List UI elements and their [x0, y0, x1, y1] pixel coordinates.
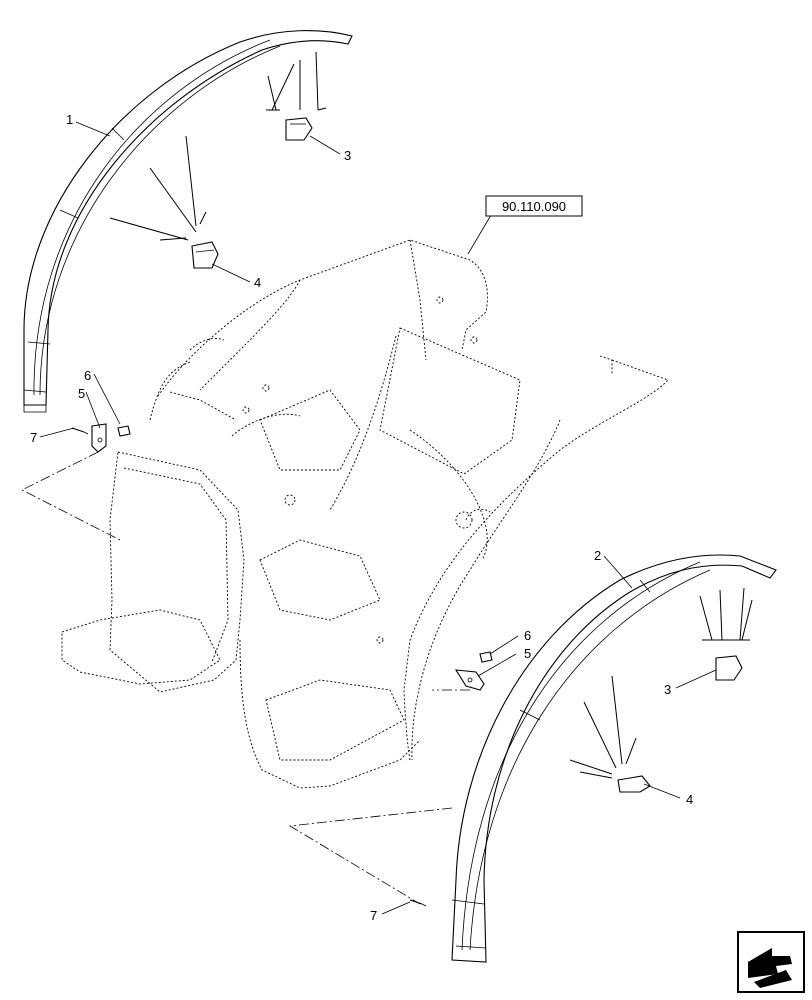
right-fender [451, 554, 777, 963]
reference-label: 90.110.090 [502, 199, 566, 214]
callout-2: 2 [594, 548, 601, 563]
clip-left-4 [109, 135, 219, 269]
callouts: 1 3 4 6 5 7 2 6 5 3 4 7 [30, 112, 693, 923]
callout-5-right: 5 [524, 646, 531, 661]
callout-4-right: 4 [686, 792, 693, 807]
callout-6-left: 6 [84, 368, 91, 383]
callout-3-right: 3 [664, 682, 671, 697]
fasteners-left [71, 423, 131, 453]
callout-7-right: 7 [370, 908, 377, 923]
assembly-lines [21, 451, 470, 905]
callout-3-top: 3 [344, 148, 351, 163]
clip-left-3 [266, 51, 327, 141]
callout-6-right: 6 [524, 628, 531, 643]
chassis-frame [61, 239, 669, 789]
callout-5-left: 5 [78, 386, 85, 401]
clip-right-4 [569, 675, 651, 793]
leader-lines [39, 121, 717, 915]
callout-1: 1 [66, 112, 73, 127]
callout-7-left: 7 [30, 430, 37, 445]
left-fender [23, 30, 353, 413]
reference-box: 90.110.090 [485, 195, 583, 217]
clip-right-3 [699, 587, 753, 681]
navigation-arrow-icon[interactable] [737, 931, 805, 993]
callout-4-top: 4 [254, 275, 261, 290]
